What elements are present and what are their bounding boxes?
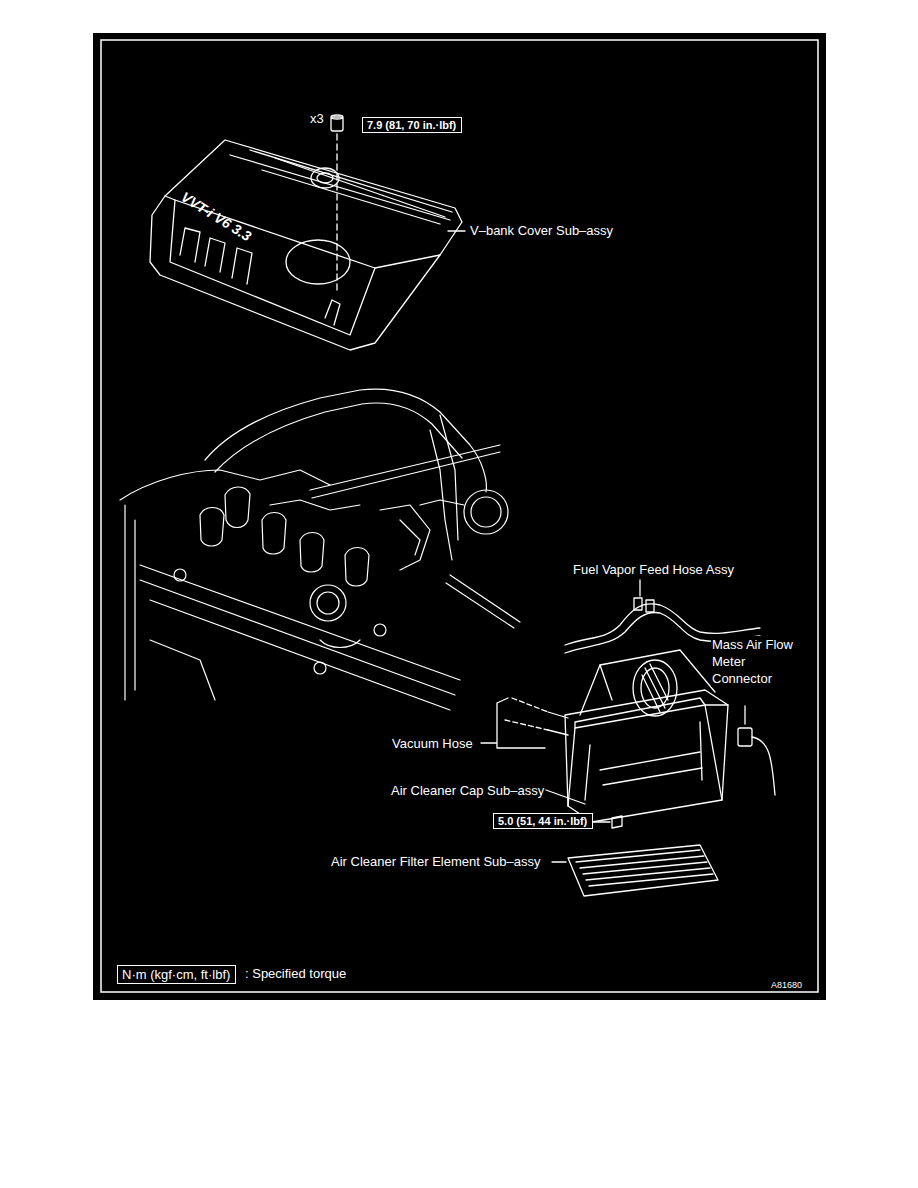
- air-cleaner: [580, 650, 715, 715]
- engine: [400, 520, 420, 555]
- air-cleaner: [633, 660, 677, 716]
- air-cleaner: [585, 722, 702, 800]
- figure-number: A81680: [770, 979, 803, 991]
- engine: [471, 497, 501, 527]
- air-cleaner: [568, 705, 722, 806]
- v-bank-cover: [150, 140, 462, 350]
- air-cleaner: [594, 821, 610, 822]
- torque-box: 7.9 (81, 70 in.·lbf): [362, 117, 462, 133]
- v-bank-cover: [311, 168, 339, 188]
- air-cleaner: [600, 752, 702, 785]
- part-name: Vacuum Hose: [391, 735, 474, 752]
- engine: [430, 430, 452, 560]
- v-bank-cover: [180, 228, 200, 262]
- quantity-label: x3: [309, 110, 325, 127]
- engine: [320, 640, 360, 648]
- v-bank-cover: [325, 300, 340, 325]
- legend-text: : Specified torque: [244, 965, 347, 982]
- torque-value: N·m (kgf·cm, ft·lbf): [122, 968, 230, 983]
- air-cleaner: [481, 580, 775, 896]
- air-cleaner: [705, 704, 728, 705]
- torque-value: 5.0 (51, 44 in.·lbf): [498, 815, 587, 828]
- engine: [120, 389, 520, 710]
- engine: [380, 505, 430, 570]
- engine: [345, 548, 369, 587]
- engine: [450, 575, 520, 622]
- part-name: Air Cleaner Cap Sub–assy: [390, 782, 545, 799]
- v-bank-cover: [331, 115, 343, 119]
- engine: [200, 508, 224, 547]
- air-cleaner: [552, 861, 566, 862]
- part-name: Air Cleaner Filter Element Sub–assy: [330, 853, 542, 870]
- air-cleaner: [639, 580, 640, 596]
- v-bank-cover: [262, 170, 440, 224]
- v-bank-cover: [230, 155, 450, 220]
- air-cleaner: [512, 698, 548, 712]
- engine: [150, 600, 450, 710]
- air-cleaner: [548, 712, 568, 735]
- part-name: Fuel Vapor Feed Hose Assy: [572, 561, 735, 578]
- engine: [174, 569, 186, 581]
- engine: [300, 533, 324, 573]
- air-cleaner: [575, 698, 705, 728]
- engine: [140, 565, 460, 680]
- engine: [440, 415, 458, 540]
- torque-value: 7.9 (81, 70 in.·lbf): [367, 119, 456, 132]
- engine: [150, 640, 215, 700]
- engine: [270, 500, 360, 510]
- v-bank-cover: [150, 115, 465, 350]
- engine: [310, 445, 500, 490]
- air-cleaner: [738, 728, 752, 746]
- engine: [225, 487, 250, 528]
- engine: [134, 520, 135, 690]
- part-name: Mass Air Flow Meter Connector: [711, 636, 805, 687]
- air-cleaner: [634, 598, 642, 610]
- engine: [317, 592, 339, 614]
- air-cleaner: [646, 600, 654, 612]
- engine: [215, 403, 462, 472]
- engine: [310, 585, 346, 621]
- engine: [124, 505, 125, 700]
- panel-ground: [93, 33, 826, 1000]
- v-bank-cover: [275, 158, 445, 217]
- air-cleaner: [505, 720, 548, 730]
- air-cleaner: [752, 737, 775, 795]
- air-cleaner: [600, 665, 612, 700]
- engine: [312, 452, 500, 498]
- air-cleaner: [642, 664, 668, 712]
- v-bank-cover: [286, 240, 350, 284]
- air-cleaner: [546, 790, 585, 804]
- engine: [140, 580, 455, 695]
- part-name: V–bank Cover Sub–assy: [469, 222, 614, 239]
- air-cleaner: [565, 690, 728, 822]
- v-bank-cover: [170, 200, 375, 335]
- v-bank-cover: [448, 230, 465, 231]
- engine: [262, 513, 286, 555]
- v-bank-cover: [317, 173, 333, 183]
- air-cleaner: [612, 816, 622, 828]
- legend-box: N·m (kgf·cm, ft·lbf): [117, 965, 236, 984]
- emblem-text: VVT-i V6 3.3: [177, 188, 255, 246]
- air-cleaner: [568, 845, 718, 896]
- air-cleaner: [744, 706, 745, 724]
- torque-box: 5.0 (51, 44 in.·lbf): [493, 813, 593, 829]
- engine: [314, 662, 326, 674]
- v-bank-cover: [336, 134, 337, 290]
- air-cleaner: [481, 698, 545, 748]
- v-bank-cover: [205, 238, 225, 272]
- engine: [420, 500, 464, 505]
- engine: [374, 624, 386, 636]
- v-bank-cover: [232, 248, 252, 284]
- engine: [446, 583, 514, 628]
- engine: [464, 490, 508, 534]
- air-cleaner: [576, 850, 713, 886]
- panel-border: [101, 40, 818, 992]
